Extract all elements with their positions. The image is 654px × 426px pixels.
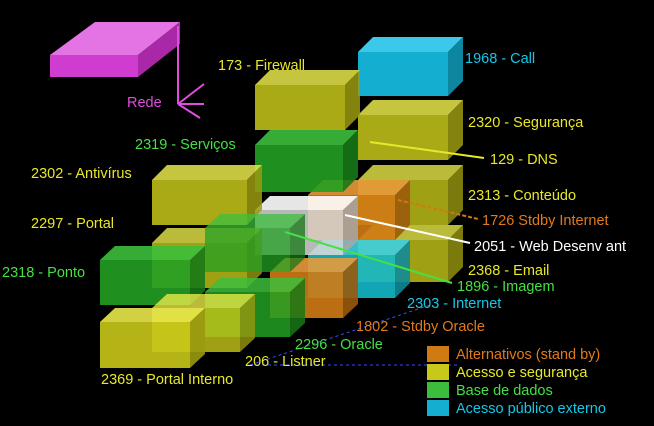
label-internet: 2303 - Internet	[407, 296, 501, 312]
cube-call	[358, 37, 463, 96]
label-portal-interno: 2369 - Portal Interno	[101, 372, 233, 388]
label-stdby-oracle: 1802 - Stdby Oracle	[356, 319, 485, 335]
label-web-desenv: 2051 - Web Desenv ant	[474, 239, 626, 255]
legend-item-acesso-publico: Acesso público externo	[427, 400, 606, 417]
legend: Alternativos (stand by) Acesso e seguran…	[427, 346, 606, 417]
cube-imagem	[205, 214, 305, 272]
label-conteudo: 2313 - Conteúdo	[468, 188, 576, 204]
label-seguranca: 2320 - Segurança	[468, 115, 584, 131]
legend-swatch-alternativos	[427, 346, 449, 362]
cube-ponto	[100, 246, 205, 305]
label-oracle: 2296 - Oracle	[295, 337, 383, 353]
pointer-lines	[284, 141, 485, 284]
cube-seguranca	[358, 100, 463, 160]
label-rede: Rede	[127, 95, 162, 111]
cube-portal-interno	[100, 308, 205, 368]
legend-item-acesso-seguranca: Acesso e segurança	[427, 364, 588, 381]
legend-swatch-acesso-seguranca	[427, 364, 449, 380]
cube-firewall	[255, 70, 360, 130]
label-servicos: 2319 - Serviços	[135, 137, 236, 153]
legend-swatch-base-dados	[427, 382, 449, 398]
network-box	[50, 22, 180, 77]
legend-label-acesso-seguranca: Acesso e segurança	[456, 365, 588, 381]
label-stdby-internet: 1726 Stdby Internet	[482, 213, 609, 229]
network-connector	[177, 26, 205, 119]
cube-antivirus	[152, 165, 262, 225]
label-email: 2368 - Email	[468, 263, 549, 279]
legend-label-alternativos: Alternativos (stand by)	[456, 347, 600, 363]
label-dns: 129 - DNS	[490, 152, 558, 168]
legend-label-acesso-publico: Acesso público externo	[456, 401, 606, 417]
label-ponto: 2318 - Ponto	[2, 265, 85, 281]
label-call: 1968 - Call	[465, 51, 535, 67]
legend-item-alternativos: Alternativos (stand by)	[427, 346, 600, 363]
cube-servicos	[255, 130, 358, 192]
legend-item-base-dados: Base de dados	[427, 382, 553, 399]
label-antivirus: 2302 - Antivírus	[31, 166, 132, 182]
label-listner: 206 - Listner	[245, 354, 326, 370]
cube-rack	[100, 37, 463, 368]
label-imagem: 1896 - Imagem	[457, 279, 555, 295]
labels: Rede 173 - Firewall 1968 - Call 2319 - S…	[2, 51, 626, 388]
floor-outline	[249, 304, 460, 366]
label-portal: 2297 - Portal	[31, 216, 114, 232]
label-firewall: 173 - Firewall	[218, 58, 305, 74]
legend-label-base-dados: Base de dados	[456, 383, 553, 399]
legend-swatch-acesso-publico	[427, 400, 449, 416]
